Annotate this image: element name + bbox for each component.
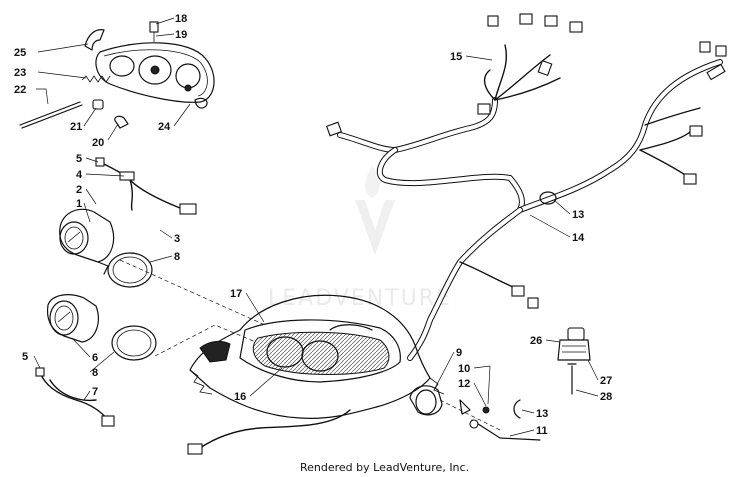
- callout-15: 15: [450, 51, 462, 63]
- callout-17: 17: [230, 288, 242, 300]
- callout-3: 3: [174, 233, 180, 245]
- callout-19: 19: [175, 29, 187, 41]
- callout-7: 7: [92, 386, 98, 398]
- callout-9: 9: [456, 347, 462, 359]
- callout-6: 6: [92, 352, 98, 364]
- callout-1: 1: [76, 198, 82, 210]
- callout-28: 28: [600, 391, 612, 403]
- callout-5-upper: 5: [76, 153, 82, 165]
- callout-11: 11: [536, 425, 548, 437]
- callout-12: 12: [458, 378, 470, 390]
- callout-23: 23: [14, 67, 26, 79]
- callout-21: 21: [70, 121, 82, 133]
- callout-13-harness: 13: [572, 209, 584, 221]
- callout-2: 2: [76, 184, 82, 196]
- speedometer: [59, 208, 153, 288]
- dash-panel: [187, 294, 445, 455]
- callout-20: 20: [92, 137, 104, 149]
- headlight-assembly: [19, 21, 215, 129]
- render-credit: Rendered by LeadVenture, Inc.: [300, 461, 469, 474]
- callout-labels: 25 23 22 21 20 24 18 19 15 5 4 2 1 3 8 1…: [14, 13, 612, 437]
- callout-8-upper: 8: [174, 251, 180, 263]
- tachometer: [46, 294, 157, 361]
- callout-16: 16: [234, 391, 246, 403]
- callout-27: 27: [600, 375, 612, 387]
- callout-13-switch: 13: [536, 408, 548, 420]
- relay-assembly: [557, 327, 591, 395]
- callout-10: 10: [458, 363, 470, 375]
- gauge-harness-lower: [35, 367, 115, 427]
- callout-25: 25: [14, 47, 26, 59]
- switch-assembly: [409, 385, 541, 441]
- callout-26: 26: [530, 335, 542, 347]
- callout-5-lower: 5: [22, 351, 28, 363]
- callout-4: 4: [76, 169, 83, 181]
- watermark-logo: LEADVENTURE: [268, 165, 450, 311]
- callout-8-lower: 8: [92, 367, 98, 379]
- callout-24: 24: [158, 121, 171, 133]
- callout-18: 18: [175, 13, 187, 25]
- leader-lines: [33, 17, 599, 437]
- main-wiring-harness: [325, 13, 727, 361]
- callout-14: 14: [572, 232, 585, 244]
- callout-22: 22: [14, 84, 26, 96]
- gauge-harness-upper: [95, 157, 197, 215]
